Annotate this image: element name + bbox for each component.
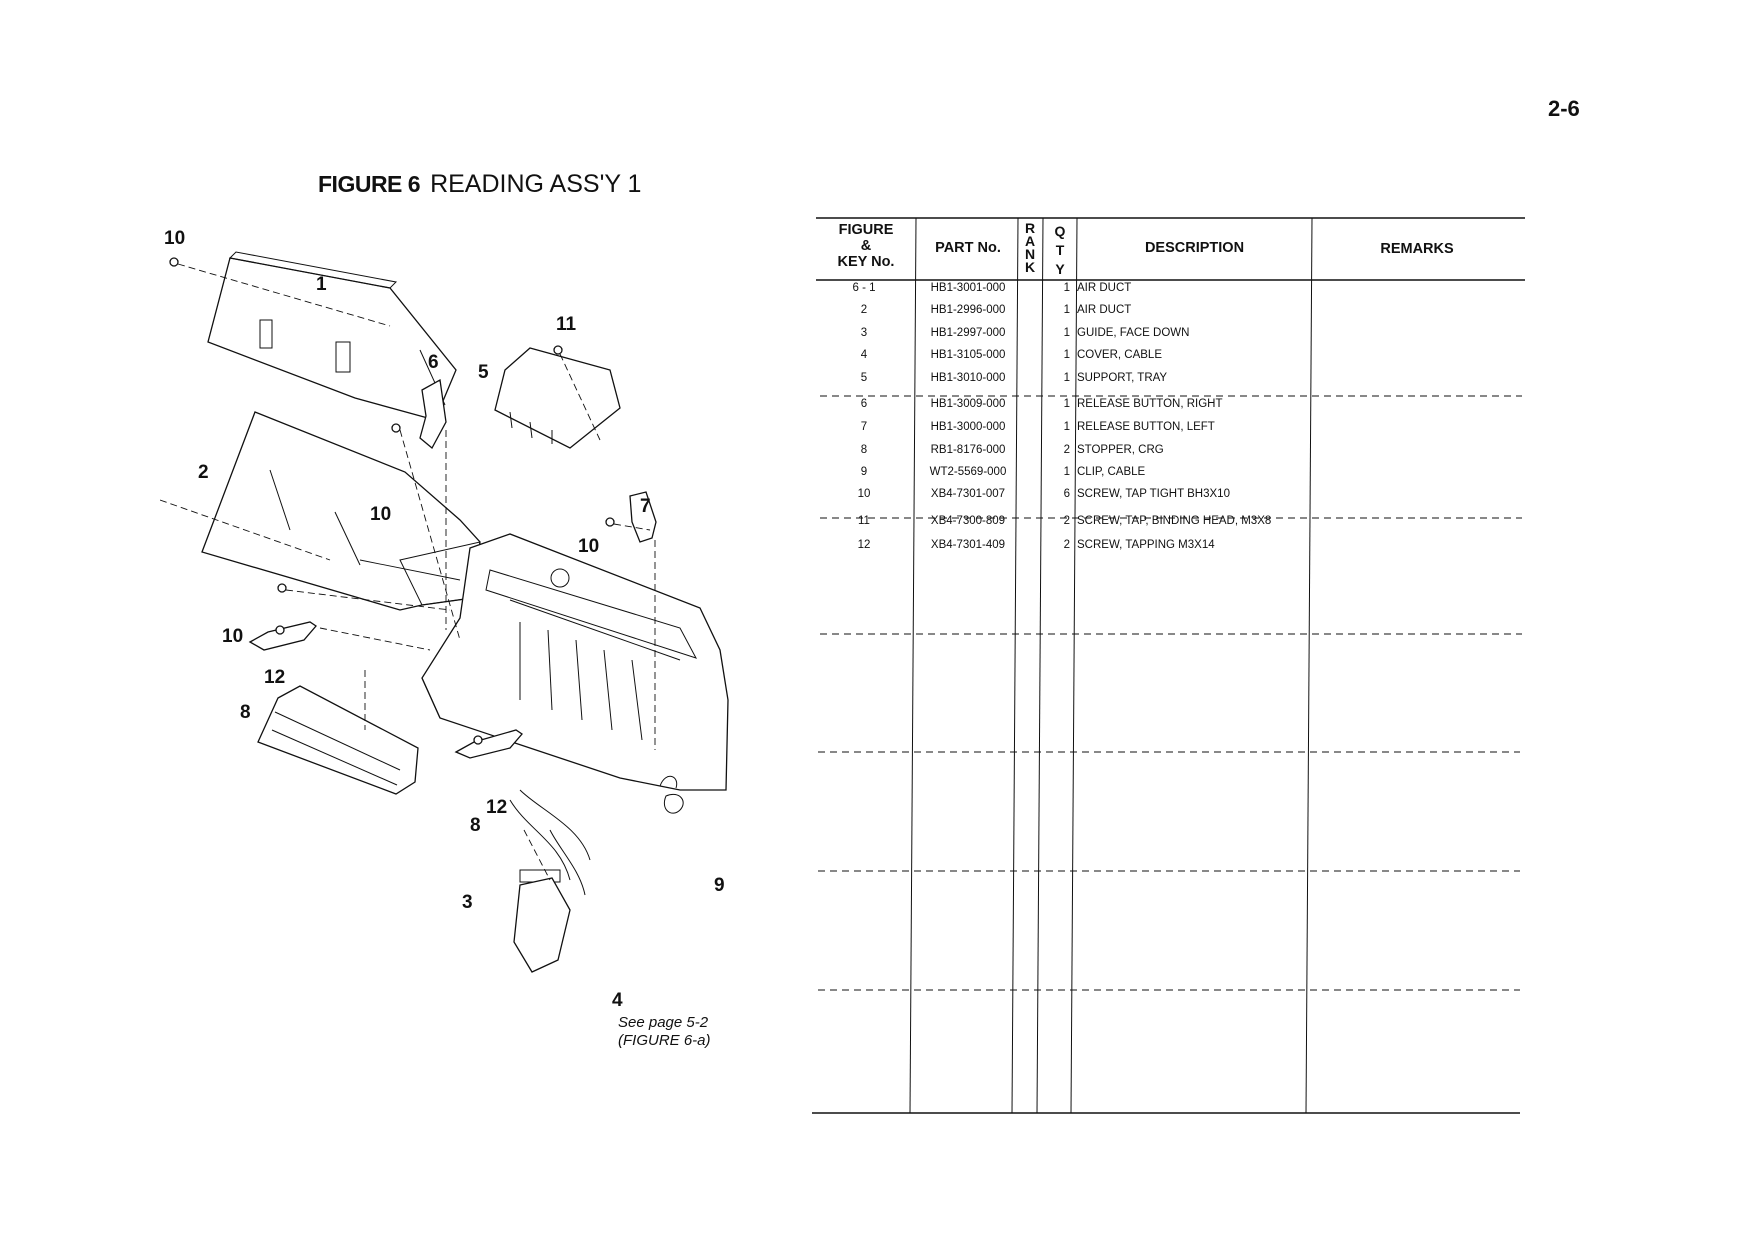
row-description: RELEASE BUTTON, LEFT bbox=[1077, 421, 1215, 433]
figure-label: FIGURE 6 bbox=[318, 171, 421, 197]
row-qty: 2 bbox=[1063, 444, 1070, 456]
leader-lines bbox=[160, 263, 656, 881]
row-qty: 1 bbox=[1063, 304, 1070, 316]
cables bbox=[509, 789, 591, 896]
callout-2: 2 bbox=[198, 462, 209, 483]
row-description: RELEASE BUTTON, RIGHT bbox=[1077, 398, 1223, 410]
row-key: 10 bbox=[857, 488, 871, 500]
row-key: 3 bbox=[860, 327, 868, 339]
row-key: 2 bbox=[860, 304, 868, 316]
row-description: COVER, CABLE bbox=[1077, 349, 1162, 361]
callout-10c: 10 bbox=[578, 536, 599, 557]
callout-4: 4 bbox=[612, 990, 623, 1011]
row-key: 6 - 1 bbox=[852, 282, 876, 294]
row-part-no: HB1-2996-000 bbox=[930, 304, 1006, 316]
row-qty: 1 bbox=[1063, 349, 1070, 361]
row-part-no: XB4-7300-809 bbox=[930, 515, 1006, 527]
row-key: 11 bbox=[858, 515, 870, 527]
reading-frame bbox=[421, 533, 729, 791]
part-8-stopper-left bbox=[248, 621, 317, 651]
row-key: 5 bbox=[860, 372, 868, 384]
row-part-no: HB1-3001-000 bbox=[930, 282, 1006, 294]
callout-8a: 8 bbox=[240, 702, 251, 723]
part-2-air-duct bbox=[201, 411, 481, 611]
row-key: 6 bbox=[860, 398, 868, 410]
callout-10d: 10 bbox=[222, 626, 243, 647]
row-description: AIR DUCT bbox=[1077, 282, 1132, 294]
row-qty: 1 bbox=[1063, 327, 1070, 339]
row-part-no: RB1-8176-000 bbox=[930, 444, 1006, 456]
part-5-support-tray bbox=[494, 347, 621, 449]
callout-11: 11 bbox=[556, 314, 577, 335]
callout-3: 3 bbox=[462, 892, 473, 913]
callout-6: 6 bbox=[428, 352, 439, 373]
row-description: SCREW, TAP, BINDING HEAD, M3X8 bbox=[1077, 515, 1272, 527]
row-description: CLIP, CABLE bbox=[1077, 466, 1146, 478]
row-qty: 1 bbox=[1063, 372, 1070, 384]
row-qty: 1 bbox=[1063, 466, 1070, 478]
callout-9: 9 bbox=[714, 875, 725, 896]
row-description: AIR DUCT bbox=[1077, 304, 1132, 316]
row-key: 4 bbox=[860, 349, 868, 361]
page-number: 2-6 bbox=[1548, 96, 1580, 121]
row-description: GUIDE, FACE DOWN bbox=[1077, 327, 1190, 339]
callout-10b: 10 bbox=[370, 504, 391, 525]
row-part-no: HB1-3000-000 bbox=[930, 421, 1006, 433]
header-figure-key: FIGURE & KEY No. bbox=[837, 222, 895, 270]
part-1-air-duct bbox=[207, 251, 457, 421]
callout-10a: 10 bbox=[164, 230, 185, 249]
row-key: 7 bbox=[860, 421, 868, 433]
row-qty: 2 bbox=[1063, 515, 1070, 527]
header-description: DESCRIPTION bbox=[1144, 240, 1245, 256]
row-qty: 1 bbox=[1063, 398, 1070, 410]
row-key: 12 bbox=[857, 539, 871, 551]
row-description: SCREW, TAPPING M3X14 bbox=[1077, 539, 1215, 551]
header-qty: Q T Y bbox=[1054, 223, 1066, 277]
figure-title: FIGURE 6 READING ASS'Y 1 bbox=[318, 170, 641, 199]
callouts: 10 1 11 6 5 2 10 7 10 10 12 8 12 8 9 3 4… bbox=[164, 230, 725, 1049]
row-part-no: HB1-3009-000 bbox=[930, 398, 1006, 410]
screws bbox=[169, 257, 615, 745]
row-description: SCREW, TAP TIGHT BH3X10 bbox=[1077, 488, 1230, 500]
row-qty: 1 bbox=[1063, 282, 1070, 294]
row-part-no: HB1-2997-000 bbox=[930, 327, 1006, 339]
see-note-line-2: (FIGURE 6-a) bbox=[618, 1032, 711, 1049]
part-6-release-button-right bbox=[419, 378, 447, 450]
callout-5: 5 bbox=[478, 362, 489, 383]
row-description: SUPPORT, TRAY bbox=[1077, 372, 1168, 384]
row-qty: 2 bbox=[1063, 539, 1070, 551]
part-4-cable-cover bbox=[513, 877, 571, 973]
figure-name: READING ASS'Y 1 bbox=[430, 170, 642, 198]
header-rank: R A N K bbox=[1024, 220, 1036, 275]
header-part-no: PART No. bbox=[935, 240, 1001, 256]
callout-8b: 8 bbox=[470, 815, 481, 836]
row-part-no: HB1-3010-000 bbox=[930, 372, 1006, 384]
row-key: 9 bbox=[860, 466, 868, 478]
see-note-line-1: See page 5-2 bbox=[618, 1014, 709, 1031]
row-description: STOPPER, CRG bbox=[1077, 444, 1164, 456]
row-key: 8 bbox=[860, 444, 868, 456]
exploded-view-diagram: 10 1 11 6 5 2 10 7 10 10 12 8 12 8 9 3 4… bbox=[160, 230, 729, 1049]
row-qty: 6 bbox=[1063, 488, 1070, 500]
row-part-no: XB4-7301-007 bbox=[930, 488, 1006, 500]
callout-1: 1 bbox=[316, 274, 327, 295]
row-part-no: WT2-5569-000 bbox=[929, 466, 1007, 478]
row-qty: 1 bbox=[1063, 421, 1070, 433]
callout-12b: 12 bbox=[486, 797, 507, 818]
part-9-cable-clip bbox=[659, 775, 684, 814]
part-3-guide-face-down bbox=[257, 685, 419, 795]
row-part-no: XB4-7301-409 bbox=[930, 539, 1006, 551]
callout-12a: 12 bbox=[264, 667, 285, 688]
row-part-no: HB1-3105-000 bbox=[930, 349, 1006, 361]
header-remarks: REMARKS bbox=[1380, 241, 1454, 257]
callout-7: 7 bbox=[640, 496, 651, 517]
